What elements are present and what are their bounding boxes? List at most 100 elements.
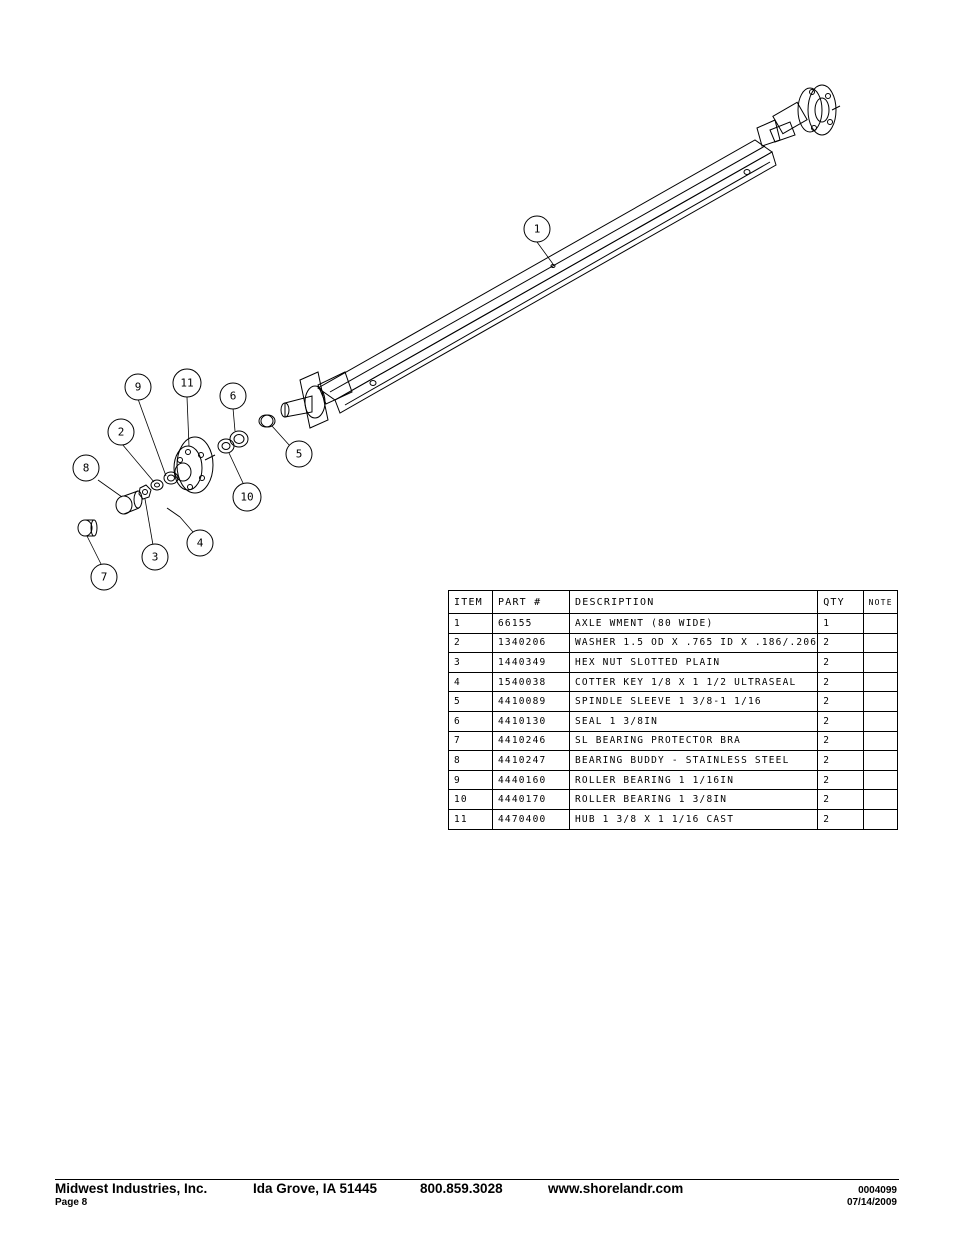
cell-description: COTTER KEY 1/8 X 1 1/2 ULTRASEAL [568,671,819,693]
cell-description: BEARING BUDDY - STAINLESS STEEL [568,750,819,771]
cell-description: SPINDLE SLEEVE 1 3/8-1 1/16 [568,691,819,712]
svg-text:1: 1 [534,223,541,236]
cell-description: HUB 1 3/8 X 1 1/16 CAST [568,808,819,830]
cell-note [863,613,899,634]
footer-location: Ida Grove, IA 51445 [253,1181,378,1196]
cell-note [863,652,899,673]
cell-item: 10 [448,789,493,810]
cell-qty: 1 [817,613,865,634]
svg-text:7: 7 [101,571,108,584]
cell-qty: 2 [817,730,865,752]
callout-6: 6 [219,382,247,410]
callout-4: 4 [186,529,214,557]
cell-note [863,730,899,752]
svg-text:10: 10 [240,491,253,504]
svg-text:8: 8 [83,462,90,475]
washer [150,479,164,491]
column-header-part: PART # [492,590,570,614]
cell-note [863,808,899,830]
axle-exploded-drawing: 1 9 11 6 2 5 8 10 [72,84,841,591]
axle-tube [317,139,777,414]
cell-note [863,789,899,810]
bearing-buddy [115,490,143,515]
cell-description: ROLLER BEARING 1 3/8IN [568,789,819,810]
callout-10: 10 [232,482,262,512]
cell-description: SEAL 1 3/8IN [568,710,819,732]
cell-description: AXLE WMENT (80 WIDE) [568,613,819,634]
cell-note [863,750,899,771]
cell-part: 1340206 [492,632,570,654]
seal [229,430,249,448]
svg-text:9: 9 [135,381,142,394]
svg-text:2: 2 [118,426,125,439]
cell-note [863,769,899,791]
cell-qty: 2 [817,691,865,712]
callout-2: 2 [107,418,135,446]
bearing-protector-bra [77,519,98,537]
cell-item: 6 [448,710,493,732]
column-header-qty: QTY [817,590,865,614]
table-header-row: ITEM PART # DESCRIPTION QTY NOTE [448,590,899,614]
cell-item: 4 [448,671,493,693]
column-header-description: DESCRIPTION [568,590,819,614]
svg-text:11: 11 [180,377,193,390]
cell-part: 4440160 [492,769,570,791]
footer-rule [55,1179,899,1180]
roller-bearing-large [217,438,235,454]
cell-qty: 2 [817,808,865,830]
cell-part: 4410089 [492,691,570,712]
cell-part: 4470400 [492,808,570,830]
cell-item: 2 [448,632,493,654]
axle-left-end [280,371,353,429]
cell-part: 4440170 [492,789,570,810]
cell-qty: 2 [817,789,865,810]
roller-bearing-small [163,471,179,485]
cell-qty: 2 [817,710,865,732]
cell-item: 8 [448,750,493,771]
cell-qty: 2 [817,652,865,673]
svg-text:6: 6 [230,390,237,403]
cell-note [863,691,899,712]
cell-part: 66155 [492,613,570,634]
footer-page-number: Page 8 [55,1197,88,1208]
callout-7: 7 [90,563,118,591]
spindle-sleeve [258,414,276,428]
footer-company: Midwest Industries, Inc. [55,1181,208,1196]
footer-doc-number: 0004099 [858,1185,897,1196]
cell-qty: 2 [817,750,865,771]
leader-lines [86,241,554,565]
footer-date: 07/14/2009 [846,1197,897,1208]
cell-description: ROLLER BEARING 1 1/16IN [568,769,819,791]
footer-website: www.shorelandr.com [548,1181,684,1196]
svg-text:5: 5 [296,448,303,461]
cell-item: 7 [448,730,493,752]
cell-note [863,632,899,654]
cell-part: 4410130 [492,710,570,732]
cell-part: 4410247 [492,750,570,771]
callout-9: 9 [124,373,152,401]
cell-description: WASHER 1.5 OD X .765 ID X .186/.206 [568,632,819,654]
footer-phone: 800.859.3028 [420,1181,503,1196]
column-header-item: ITEM [448,590,493,614]
cell-item: 3 [448,652,493,673]
cell-qty: 2 [817,632,865,654]
axle-right-end [756,84,841,147]
cell-description: SL BEARING PROTECTOR BRA [568,730,819,752]
callout-1: 1 [523,215,551,243]
cell-part: 1440349 [492,652,570,673]
column-header-note: NOTE [863,590,899,614]
cell-note [863,710,899,732]
cell-item: 1 [448,613,493,634]
